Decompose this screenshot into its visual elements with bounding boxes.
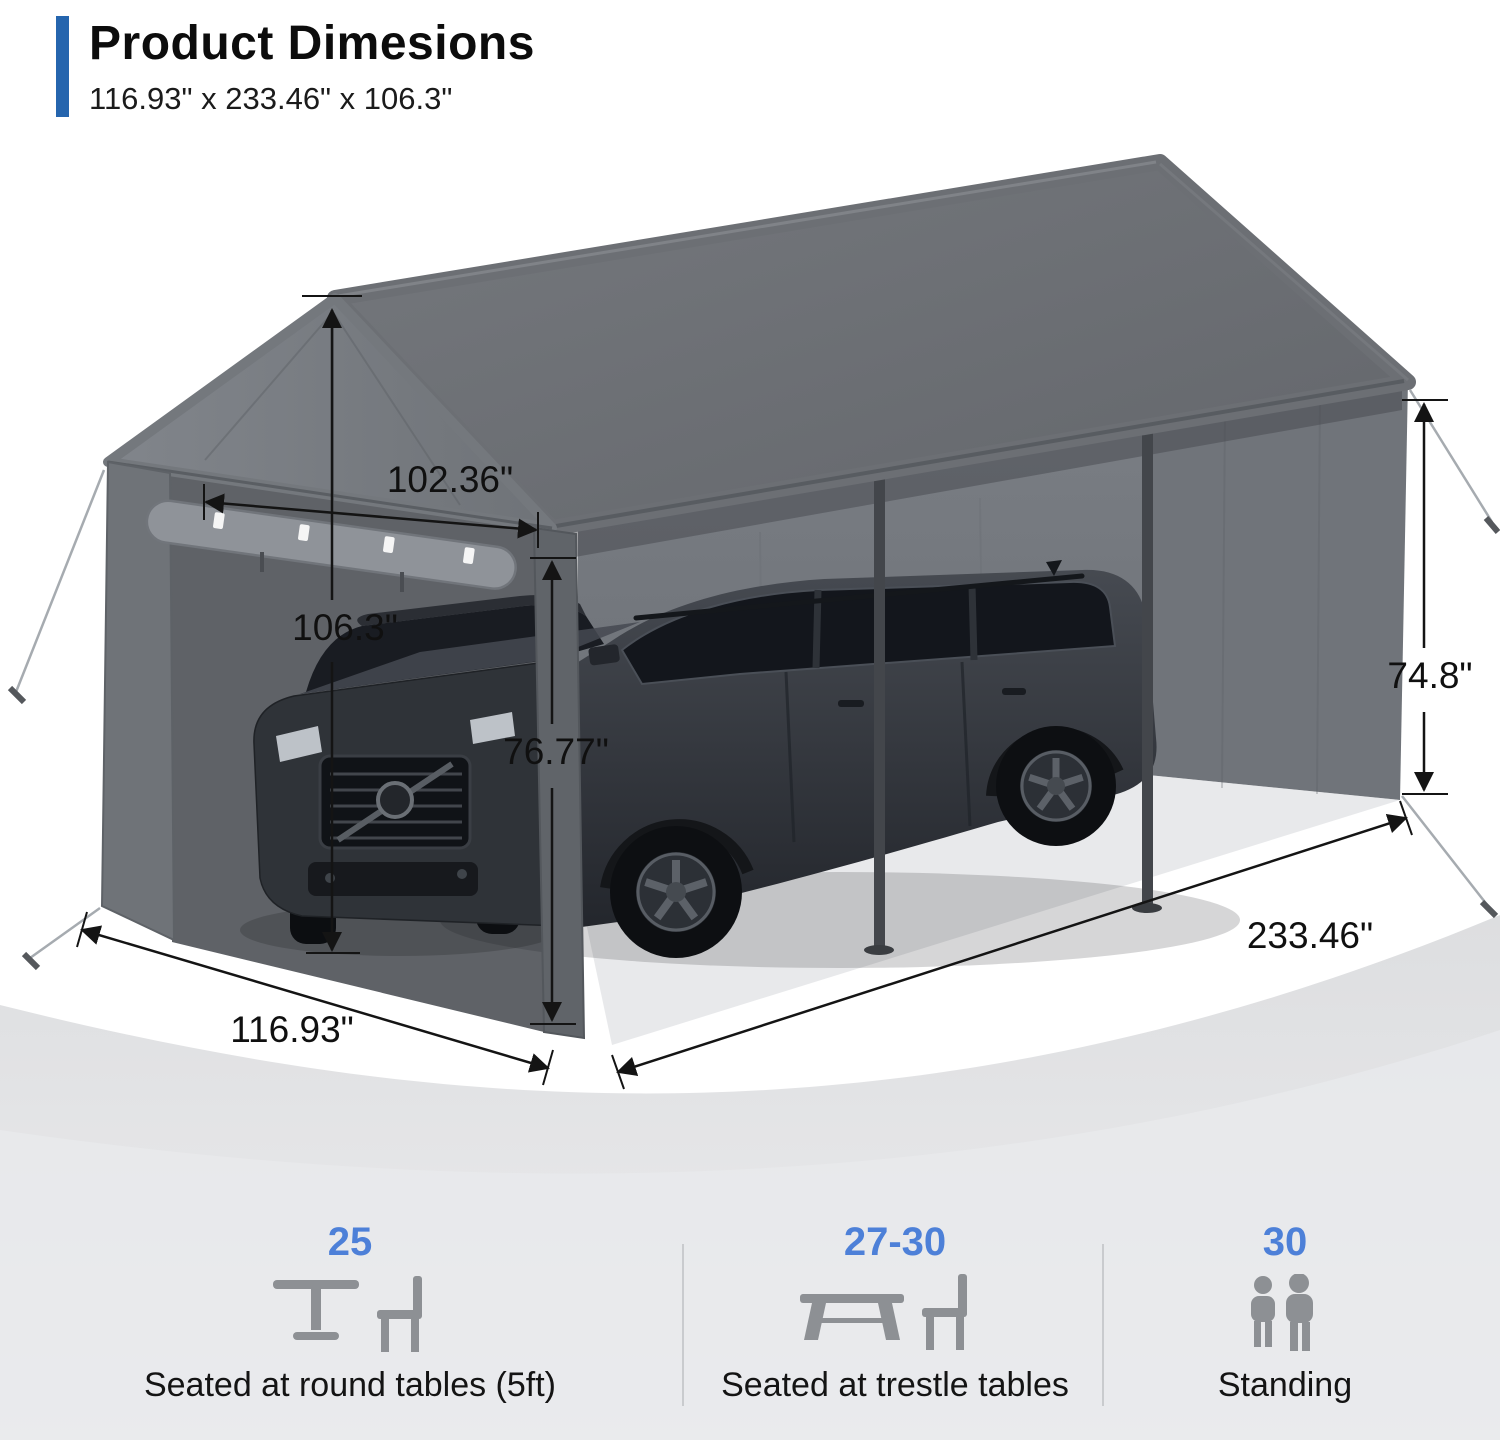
- divider: [1102, 1244, 1104, 1406]
- eave-shadow: [558, 386, 1402, 560]
- dim-peak-height: 106.3": [292, 607, 398, 648]
- dim-rear-wall-height: 74.8": [1387, 655, 1472, 696]
- capacity-section: 25 Seated at round tables (5ft) 27-30: [0, 1222, 1500, 1432]
- page-subtitle: 116.93" x 233.46" x 106.3": [89, 81, 453, 116]
- divider: [682, 1244, 684, 1406]
- capacity-label: Standing: [1217, 1366, 1353, 1404]
- dim-front-edge-height: 76.77": [503, 731, 609, 772]
- capacity-round-tables: 25 Seated at round tables (5ft): [60, 1222, 640, 1405]
- trestle-table-chair-icon: [800, 1274, 967, 1350]
- round-table-chair-icon: [273, 1276, 422, 1352]
- capacity-label: Seated at round tables (5ft): [143, 1366, 557, 1404]
- capacity-label: Seated at trestle tables: [721, 1366, 1069, 1404]
- page-title: Product Dimesions: [89, 17, 535, 70]
- dim-front-top-width: 102.36": [387, 459, 513, 500]
- capacity-count: 27-30: [843, 1220, 947, 1264]
- dimension-annotations: 102.36" 106.3" 76.77" 74.8" 233.46": [76, 295, 1473, 1090]
- header: Product Dimesions 116.93" x 233.46" x 10…: [56, 16, 535, 117]
- capacity-trestle-tables: 27-30 Seated at trestle tables: [700, 1222, 1090, 1405]
- capacity-count: 30: [1262, 1220, 1308, 1264]
- dim-front-width: 116.93": [230, 1009, 354, 1050]
- front-wheel: [610, 826, 742, 958]
- standing-people-icon: [1251, 1274, 1313, 1351]
- dim-side-length: 233.46": [1247, 915, 1373, 956]
- capacity-standing: 30 Standing: [1120, 1222, 1450, 1405]
- accent-bar: [56, 16, 69, 117]
- ground-stakes: [7, 516, 1500, 971]
- rear-wheel: [996, 726, 1116, 846]
- capacity-count: 25: [327, 1220, 373, 1264]
